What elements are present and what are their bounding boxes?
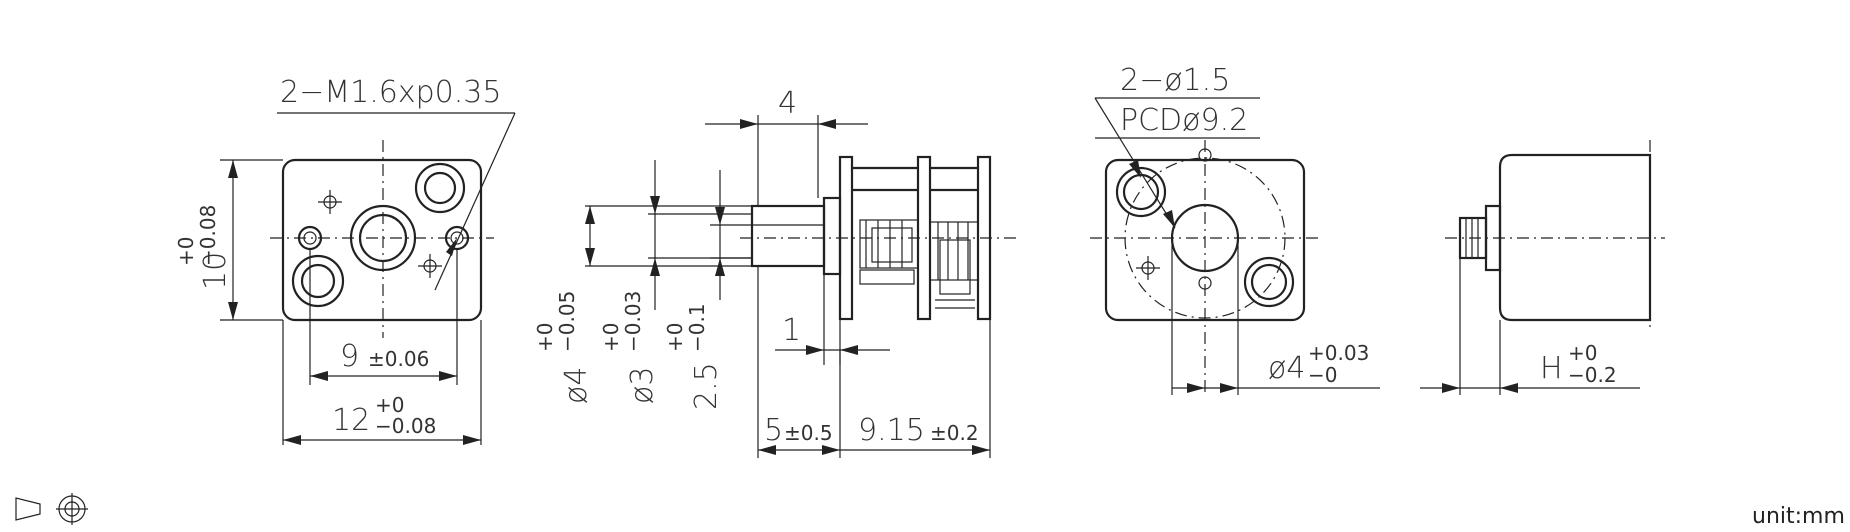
boss-diameter-dimension: ø4 [1268,351,1305,386]
mount-boss-left [1115,166,1167,218]
svg-text:−0.03: −0.03 [621,291,645,352]
svg-text:±0.06: ±0.06 [368,347,429,371]
left-mount-hole [297,225,323,251]
svg-text:−0: −0 [1308,363,1337,387]
svg-text:+0: +0 [599,323,623,352]
svg-text:±0.5: ±0.5 [784,421,833,445]
right-mount-hole [444,225,470,251]
front-face-outline [281,158,483,322]
motor-side-view: H +0 −0.2 [1420,140,1665,395]
shaft-length-dimension: 4 [778,86,797,121]
height-dimension: 10 [198,252,233,290]
front-plate [838,155,854,321]
mount-hole-callout: 2−ø1.5 [1120,63,1230,98]
motor-body [1498,153,1652,322]
thread-callout: 2−M1.6xp0.35 [280,75,501,110]
shaft-diameter-4: ø4 [559,367,594,404]
svg-text:−0.05: −0.05 [555,291,579,352]
svg-text:−0.1: −0.1 [685,303,709,352]
units-label: unit:mm [1752,504,1845,529]
svg-text:+0: +0 [1568,341,1597,365]
third-angle-projection-icon [15,493,88,525]
mount-boss-right [1243,256,1295,308]
svg-text:−0.08: −0.08 [375,414,436,438]
motor-h-dimension: H [1540,351,1563,386]
svg-text:−0.08: −0.08 [196,205,220,266]
side-view: 4 ø4 +0 −0.05 ø3 +0 −0.03 2.5 +0 [533,86,1020,458]
width-dimension: 12 [332,403,370,438]
svg-text:+0.03: +0.03 [1308,341,1369,365]
protrusion-dimension: 5 [764,413,783,448]
rear-view: 2−ø1.5 PCDø9.2 ø4 +0.03 −0 [1090,63,1380,395]
shaft-diameter-3: ø3 [625,367,660,404]
svg-text:+0: +0 [174,237,198,266]
upper-right-boss [414,162,466,214]
gear-train [859,219,979,309]
output-shaft [750,204,826,268]
hole-spacing-dimension: 9 [340,339,359,374]
svg-text:−0.2: −0.2 [1568,363,1617,387]
svg-text:+0: +0 [533,323,557,352]
gearbox-length-dimension: 9.15 [858,413,925,448]
pcd-callout: PCDø9.2 [1120,103,1248,138]
svg-text:+0: +0 [663,323,687,352]
pcd-circle [1124,157,1286,319]
gap-dimension: 1 [782,313,801,348]
svg-text:±0.2: ±0.2 [930,421,979,445]
center-bore [349,204,417,272]
flat-dimension: 2.5 [689,362,724,410]
front-view: 2−M1.6xp0.35 10 +0 −0.08 9 ±0.06 12 +0 −… [174,75,516,445]
lower-left-boss [291,254,345,308]
svg-text:+0: +0 [375,393,404,417]
